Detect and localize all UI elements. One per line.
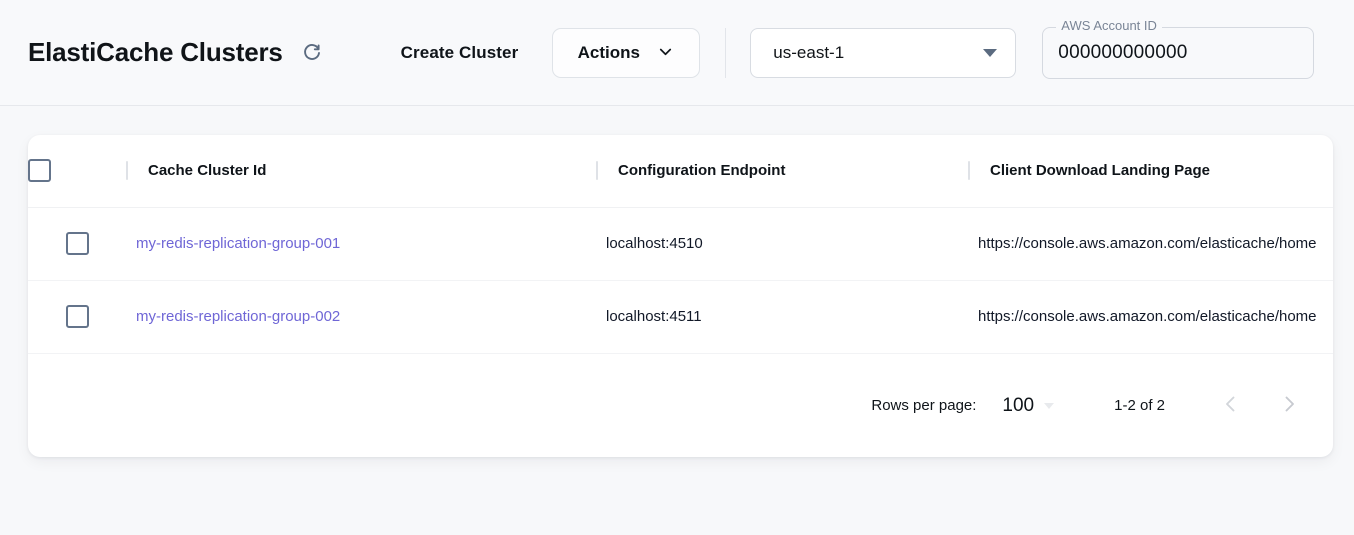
rows-per-page-value: 100 <box>1002 394 1035 416</box>
row-checkbox[interactable] <box>65 232 89 255</box>
cell-configuration-endpoint: localhost:4511 <box>596 280 968 354</box>
page-title: ElastiCache Clusters <box>28 37 283 67</box>
rows-per-page-select[interactable]: 100 <box>1002 394 1055 417</box>
chevron-left-icon <box>1219 392 1243 419</box>
region-select[interactable]: us-east-1 <box>750 27 1017 78</box>
region-select-value: us-east-1 <box>773 42 845 62</box>
row-select-cell <box>28 207 126 281</box>
column-header-configuration-endpoint[interactable]: Configuration Endpoint <box>596 135 968 208</box>
column-header-client-download-landing-page[interactable]: Client Download Landing Page <box>968 135 1333 208</box>
configuration-endpoint-text: localhost:4511 <box>606 308 702 325</box>
cell-client-download-landing-page: https://console.aws.amazon.com/elasticac… <box>968 207 1333 281</box>
column-header-label: Configuration Endpoint <box>618 162 786 180</box>
clusters-table: Cache Cluster Id Configuration Endpoint … <box>28 135 1333 354</box>
header-divider <box>725 27 727 78</box>
configuration-endpoint-text: localhost:4510 <box>606 235 703 252</box>
create-cluster-button[interactable]: Create Cluster <box>400 42 519 62</box>
actions-button[interactable]: Actions <box>552 27 701 78</box>
column-separator <box>968 161 970 181</box>
chevron-right-icon <box>1277 392 1301 419</box>
title-group: ElastiCache Clusters <box>28 37 327 68</box>
table-header-row: Cache Cluster Id Configuration Endpoint … <box>28 135 1333 208</box>
next-page-button[interactable] <box>1269 386 1309 426</box>
previous-page-button[interactable] <box>1211 386 1251 426</box>
pagination-range-label: 1-2 of 2 <box>1114 397 1165 414</box>
landing-page-text: https://console.aws.amazon.com/elasticac… <box>978 308 1317 325</box>
cell-cache-cluster-id: my-redis-replication-group-001 <box>126 207 596 281</box>
select-all-cell <box>28 135 126 208</box>
landing-page-text: https://console.aws.amazon.com/elasticac… <box>978 235 1317 252</box>
column-header-label: Client Download Landing Page <box>990 162 1211 180</box>
select-all-checkbox[interactable] <box>28 159 51 183</box>
cluster-id-link[interactable]: my-redis-replication-group-001 <box>136 235 341 252</box>
column-header-cache-cluster-id[interactable]: Cache Cluster Id <box>126 135 596 208</box>
table-row[interactable]: my-redis-replication-group-001 localhost… <box>28 207 1333 281</box>
cell-cache-cluster-id: my-redis-replication-group-002 <box>126 280 596 354</box>
row-checkbox[interactable] <box>65 305 89 328</box>
row-select-cell <box>28 280 126 354</box>
caret-down-icon <box>983 48 998 57</box>
cell-client-download-landing-page: https://console.aws.amazon.com/elasticac… <box>968 280 1333 354</box>
app-header: ElastiCache Clusters Create Cluster Acti… <box>0 0 1354 106</box>
rows-per-page-label: Rows per page: <box>871 397 977 414</box>
clusters-card: Cache Cluster Id Configuration Endpoint … <box>28 135 1333 457</box>
aws-account-id-input[interactable] <box>1042 26 1315 79</box>
column-separator <box>126 161 128 181</box>
column-separator <box>596 161 598 181</box>
chevron-down-icon <box>656 42 675 64</box>
aws-account-id-field[interactable]: AWS Account ID <box>1042 17 1315 79</box>
column-header-label: Cache Cluster Id <box>148 162 267 180</box>
caret-down-icon <box>1044 402 1055 409</box>
refresh-icon[interactable] <box>297 38 327 68</box>
cell-configuration-endpoint: localhost:4510 <box>596 207 968 281</box>
table-row[interactable]: my-redis-replication-group-002 localhost… <box>28 280 1333 354</box>
actions-button-label: Actions <box>577 42 640 62</box>
cluster-id-link[interactable]: my-redis-replication-group-002 <box>136 308 341 325</box>
table-pagination: Rows per page: 100 1-2 of 2 <box>28 354 1333 457</box>
